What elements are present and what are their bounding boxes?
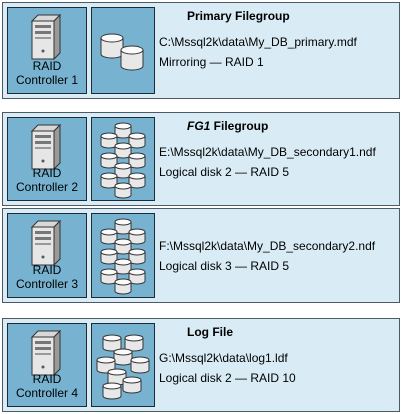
disk-cylinder: [122, 376, 142, 394]
disk-cylinder: [114, 122, 132, 139]
raid-detail: Mirroring — RAID 1: [159, 55, 264, 69]
disk-cylinder: [102, 382, 122, 400]
disk-cylinder: [114, 218, 132, 235]
disk-cylinder: [102, 334, 122, 352]
disk-cylinder: [124, 334, 144, 352]
log-file-panel: RAID Controller 4 Log File G:\Mssql2k\da…: [2, 318, 400, 412]
raid-detail: Logical disk 2 — RAID 10: [159, 371, 296, 385]
file-path: G:\Mssql2k\data\log1.ldf: [159, 351, 288, 365]
disk-cylinder: [120, 45, 144, 71]
raid-controller-3-box: RAID Controller 3: [7, 213, 87, 298]
raid-controller-4-box: RAID Controller 4: [7, 323, 87, 407]
fg1-secondary-panel: RAID Controller 3 F:\Mssql2k\data\My_DB_…: [2, 208, 400, 303]
raid-controller-label: RAID Controller 2: [15, 166, 79, 194]
disk-cylinder: [128, 172, 146, 189]
raid-controller-1-box: RAID Controller 1: [7, 7, 87, 94]
server-icon: [30, 329, 62, 377]
disk-cluster-icon: [96, 334, 150, 400]
server-icon: [30, 123, 62, 171]
raid-detail: Logical disk 3 — RAID 5: [159, 259, 290, 273]
group-title: FG1 Filegroup: [187, 119, 269, 133]
disk-cylinder: [114, 278, 132, 295]
raid-controller-label: RAID Controller 4: [15, 372, 79, 400]
disk-cylinder: [100, 228, 118, 245]
file-path: F:\Mssql2k\data\My_DB_secondary2.ndf: [159, 239, 376, 253]
raid-detail: Logical disk 2 — RAID 5: [159, 165, 290, 179]
disk-cylinder: [100, 33, 124, 59]
raid-controller-label: RAID Controller 3: [15, 263, 79, 291]
disk-array-box: [91, 213, 155, 298]
disk-cylinder: [113, 348, 133, 366]
disk-cylinder: [128, 132, 146, 149]
disk-cylinders-icon: [100, 33, 144, 71]
disk-array-box: [91, 117, 155, 201]
file-path: C:\Mssql2k\data\My_DB_primary.mdf: [159, 35, 357, 49]
disk-array-box: [91, 7, 155, 94]
server-icon: [30, 219, 62, 267]
disk-cylinder: [114, 162, 132, 179]
disk-cylinder: [128, 248, 146, 265]
file-path: E:\Mssql2k\data\My_DB_secondary1.ndf: [159, 145, 376, 159]
raid-controller-2-box: RAID Controller 2: [7, 117, 87, 201]
disk-cylinder: [100, 268, 118, 285]
disk-cylinder: [128, 268, 146, 285]
disk-cylinder: [114, 258, 132, 275]
server-icon: [30, 13, 62, 61]
primary-filegroup-panel: RAID Controller 1 Primary Filegroup C:\M…: [2, 2, 400, 99]
disk-cylinder: [114, 142, 132, 159]
disk-cylinder: [130, 356, 150, 374]
disk-array-box: [91, 323, 155, 407]
disk-cylinder: [114, 182, 132, 199]
disk-cylinder: [100, 172, 118, 189]
group-title: Log File: [187, 325, 233, 339]
group-title: Primary Filegroup: [187, 9, 290, 23]
disk-cylinder: [100, 132, 118, 149]
disk-cluster-icon: [100, 122, 146, 199]
fg1-filegroup-panel: RAID Controller 2 FG1 Filegroup E:\Mssql…: [2, 112, 400, 206]
disk-cluster-icon: [100, 218, 146, 295]
raid-controller-label: RAID Controller 1: [15, 59, 79, 87]
disk-cylinder: [128, 152, 146, 169]
